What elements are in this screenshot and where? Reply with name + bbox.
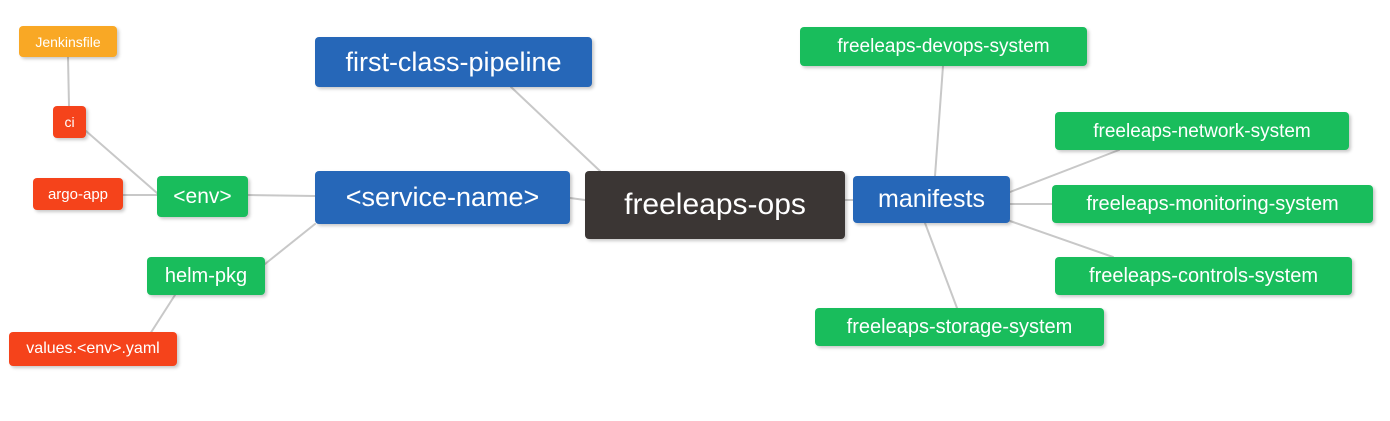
node-service-name[interactable]: <service-name> (315, 171, 570, 224)
edge-manifests-to-devops-system (934, 65, 944, 177)
node-ci[interactable]: ci (53, 106, 86, 138)
edge-service-name-to-freeleaps-ops (569, 197, 586, 201)
edge-manifests-to-controls-system (1009, 220, 1114, 258)
node-network-system[interactable]: freeleaps-network-system (1055, 112, 1349, 150)
node-devops-system[interactable]: freeleaps-devops-system (800, 27, 1087, 66)
node-argo-app[interactable]: argo-app (33, 178, 123, 210)
node-jenkinsfile[interactable]: Jenkinsfile (19, 26, 117, 57)
edge-manifests-to-storage-system (924, 222, 958, 309)
node-first-class-pipeline[interactable]: first-class-pipeline (315, 37, 592, 87)
edge-service-name-to-helm-pkg (264, 223, 316, 265)
node-manifests[interactable]: manifests (853, 176, 1010, 223)
node-freeleaps-ops[interactable]: freeleaps-ops (585, 171, 845, 239)
edge-first-class-pipeline-to-freeleaps-ops (510, 86, 601, 172)
edge-env-to-service-name (247, 194, 316, 197)
node-storage-system[interactable]: freeleaps-storage-system (815, 308, 1104, 346)
node-env[interactable]: <env> (157, 176, 248, 217)
node-monitoring-system[interactable]: freeleaps-monitoring-system (1052, 185, 1373, 223)
node-controls-system[interactable]: freeleaps-controls-system (1055, 257, 1352, 295)
node-helm-pkg[interactable]: helm-pkg (147, 257, 265, 295)
node-values-env-yaml[interactable]: values.<env>.yaml (9, 332, 177, 366)
edge-helm-pkg-to-values-env-yaml (149, 294, 176, 335)
edge-jenkinsfile-to-ci (67, 56, 70, 107)
